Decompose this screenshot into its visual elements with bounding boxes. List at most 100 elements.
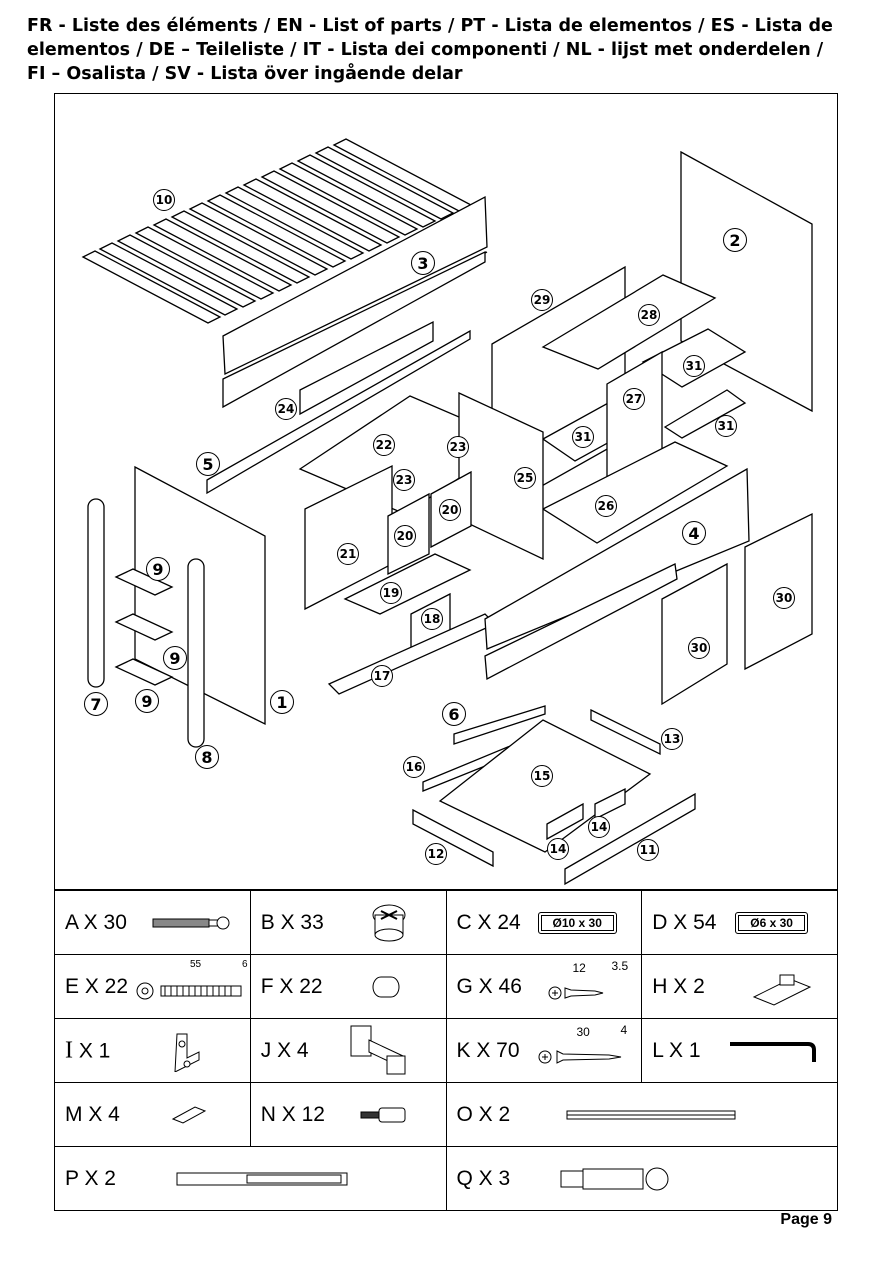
felt-pad-icon (171, 1105, 207, 1124)
hardware-cell-q: Q X 3 (445, 1146, 838, 1211)
part-number: 16 (403, 756, 425, 778)
hardware-label: D X 54 (652, 910, 717, 934)
hardware-label: C X 24 (456, 910, 521, 934)
drawer-rail-icon (566, 1110, 735, 1119)
hardware-cell-j: J X 4 (249, 1018, 447, 1083)
exploded-parts-diagram: 10 3 2 29 28 31 27 31 24 31 22 23 5 23 2… (54, 93, 838, 890)
hardware-letter: I (65, 1037, 73, 1063)
hardware-cell-m: M X 4 (54, 1082, 251, 1147)
part-number: 17 (371, 665, 393, 687)
part-number: 15 (531, 765, 553, 787)
part-number: 31 (572, 426, 594, 448)
part-number: 23 (447, 436, 469, 458)
part-number: 1 (270, 690, 294, 714)
dimension-diameter: 3.5 (611, 959, 629, 973)
hardware-label: B X 33 (260, 910, 324, 934)
dimension-diameter: 6 (242, 959, 248, 970)
part-number: 9 (163, 646, 187, 670)
dowel-size: Ø10 x 30 (537, 911, 617, 934)
part-number: 23 (393, 469, 415, 491)
part-number: 13 (661, 728, 683, 750)
cam-lock-icon (372, 904, 406, 941)
slats-drawing (81, 138, 473, 324)
hardware-cell-d: D X 54 Ø6 x 30 (641, 890, 838, 955)
hardware-cell-p: P X 2 (54, 1146, 447, 1211)
part-number: 30 (773, 587, 795, 609)
angle-bracket-icon (174, 1033, 200, 1072)
hardware-label: K X 70 (456, 1038, 520, 1062)
hardware-label: F X 22 (260, 974, 323, 998)
part-number: 6 (442, 702, 466, 726)
part-number: 12 (425, 843, 447, 865)
part-number: 4 (682, 521, 706, 545)
hardware-label: E X 22 (65, 974, 129, 998)
dimension-diameter: 4 (620, 1023, 628, 1037)
hardware-table: A X 30 B X 33 C X 24 Ø10 x 30 D X 54 Ø6 … (54, 890, 838, 1211)
hardware-cell-k: K X 70 30 4 (445, 1018, 643, 1083)
panel-4-drawing (484, 467, 750, 650)
hardware-label: L X 1 (652, 1038, 701, 1062)
dimension-length: 30 (576, 1025, 590, 1039)
hardware-cell-n: N X 12 (249, 1082, 447, 1147)
part-number: 3 (411, 251, 435, 275)
hardware-label: O X 2 (456, 1102, 511, 1126)
connector-bolt-icon (560, 1167, 668, 1190)
page-number: Page 9 (780, 1211, 832, 1228)
hardware-label: M X 4 (65, 1102, 120, 1126)
part-number: 11 (637, 839, 659, 861)
page-title: FR - Liste des éléments / EN - List of p… (27, 16, 833, 84)
bolt-latch-icon (753, 974, 812, 1006)
part-number: 22 (373, 434, 395, 456)
part-number: 19 (380, 582, 402, 604)
long-screw-icon (538, 1050, 621, 1064)
hardware-label: G X 46 (456, 974, 522, 998)
dimension-length: 55 (190, 959, 202, 970)
part-number: 21 (337, 543, 359, 565)
hardware-cell-g: G X 46 12 3.5 (445, 954, 643, 1019)
hinge-icon (350, 1025, 406, 1074)
part-number: 5 (196, 452, 220, 476)
hardware-cell-o: O X 2 (445, 1082, 838, 1147)
hardware-cell-a: A X 30 (54, 890, 251, 955)
part-number: 7 (84, 692, 108, 716)
cam-bolt-icon (152, 916, 230, 929)
part-number: 2 (723, 228, 747, 252)
part-number: 24 (275, 398, 297, 420)
hardware-cell-c: C X 24 Ø10 x 30 (445, 890, 643, 955)
part-number: 10 (153, 189, 175, 211)
drawer-slide-icon (176, 1172, 348, 1185)
part-number: 26 (595, 495, 617, 517)
part-number: 20 (439, 499, 461, 521)
hardware-label: Q X 3 (456, 1166, 511, 1190)
hardware-cell-f: F X 22 (249, 954, 447, 1019)
hardware-label: H X 2 (652, 974, 705, 998)
hardware-cell-l: L X 1 (641, 1018, 838, 1083)
part-number: 31 (715, 415, 737, 437)
parts-drawing (81, 138, 813, 886)
part-number: 31 (683, 355, 705, 377)
hardware-count: X 1 (78, 1039, 111, 1062)
hardware-cell-e: E X 22 55 6 (54, 954, 251, 1019)
hardware-label: N X 12 (260, 1102, 325, 1126)
part-number: 20 (394, 525, 416, 547)
hardware-label: J X 4 (260, 1038, 309, 1062)
hardware-cell-h: H X 2 (641, 954, 838, 1019)
panel-3-drawing (222, 195, 488, 376)
hardware-cell-b: B X 33 (249, 890, 447, 955)
allen-key-icon (730, 1041, 817, 1062)
barrel-nut-icon (372, 976, 400, 997)
part-number: 25 (514, 467, 536, 489)
threaded-bolt-icon (136, 982, 242, 1000)
part-number: 18 (421, 608, 443, 630)
part-number: 28 (638, 304, 660, 326)
part-number: 8 (195, 745, 219, 769)
shelf-pin-icon (360, 1107, 406, 1122)
hardware-label: P X 2 (65, 1166, 116, 1190)
dowel-size: Ø6 x 30 (735, 911, 808, 934)
part-number: 9 (135, 689, 159, 713)
part-number: 27 (623, 388, 645, 410)
dimension-length: 12 (572, 961, 586, 975)
hardware-label: A X 30 (65, 910, 127, 934)
part-number: 30 (688, 637, 710, 659)
hardware-cell-i: I X 1 (54, 1018, 251, 1083)
